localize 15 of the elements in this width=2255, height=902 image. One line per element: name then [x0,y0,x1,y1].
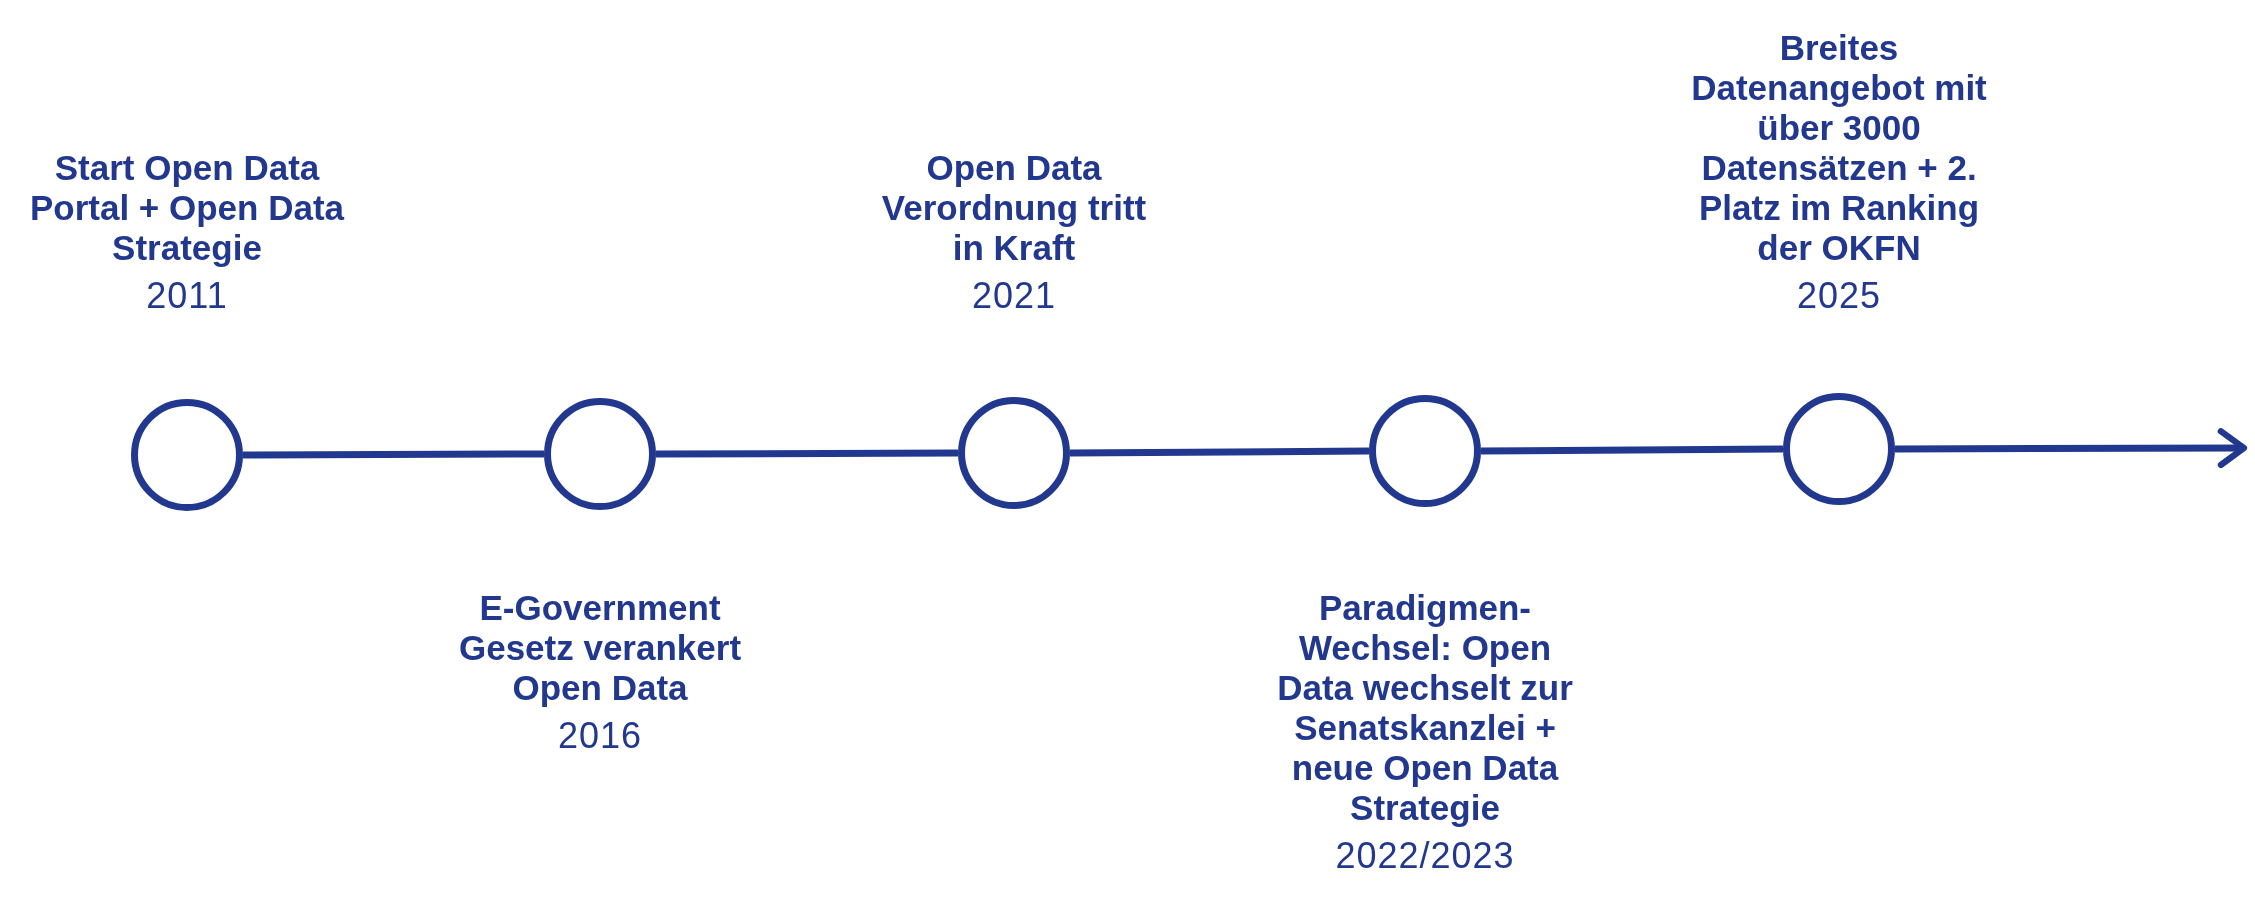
year-label: 2016 [557,714,643,758]
connector-line [1480,445,1784,455]
milestone-text: Start Open Data Portal + Open Data Strategie [28,148,346,268]
milestone-text: Open Data Verordnung tritt in Kraft [880,148,1148,268]
connector-line [656,449,958,458]
year-label: 2025 [1796,274,1882,318]
year-label: 2022/2023 [1335,834,1515,878]
arrow [1895,428,2248,468]
milestone-text: Paradigmen-Wechsel: Open Data wechselt zur Senatskanzlei + neue Open Data Strategie [1276,588,1574,828]
milestone-text: Breites Datenangebot mit über 3000 Datensätzen + 2. Platz im Ranking der OKFN [1690,28,1988,268]
connector-line [1069,447,1370,457]
connector-line [243,450,544,459]
year-label: 2021 [971,274,1057,318]
year-label: 2011 [146,274,228,318]
milestone-text: E-Government Gesetz verankert Open Data [457,588,743,708]
